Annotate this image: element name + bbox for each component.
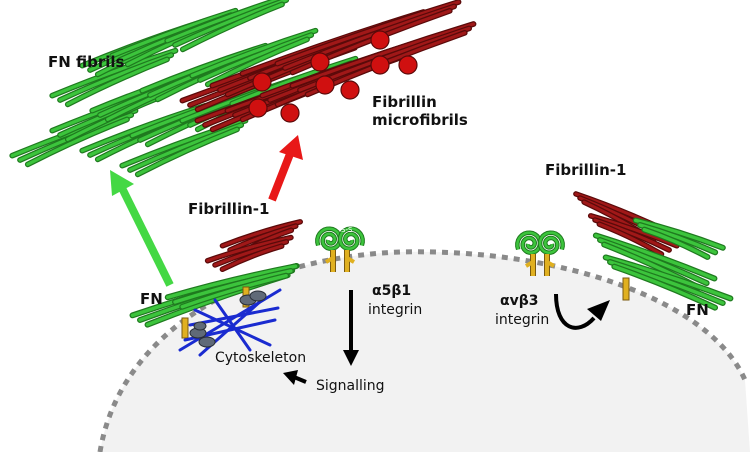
fn-fibril-strand-fill — [206, 37, 309, 86]
fn-strand-fill — [612, 264, 717, 310]
fn-left-label: FN — [140, 290, 163, 308]
fibrillin-1-strand-fill — [228, 224, 298, 252]
fibrillin-1-strand-fill — [206, 236, 293, 263]
fn-fibrils-label: FN fibrils — [48, 53, 125, 71]
right-fn-fibrillin-cluster — [573, 191, 734, 311]
fibrillin-bead — [370, 30, 390, 50]
fibrillin-beads — [248, 30, 418, 123]
fn-fibril-strand-fill — [198, 33, 313, 82]
fn-fibril-strand-fill — [190, 29, 318, 78]
green-arrow — [110, 170, 174, 287]
fn-right-label: FN — [686, 301, 709, 319]
integrin-stalk — [181, 317, 189, 339]
fn-fibril-strand-fill — [58, 53, 173, 102]
integrin-stalk — [622, 277, 630, 301]
fn-strand-fill — [603, 255, 733, 301]
fibrillin-microfibrils-label-line1: Fibrillin — [372, 93, 437, 111]
fibrillin-bead — [252, 72, 272, 92]
fibrillin-1-strand-fill — [213, 240, 288, 267]
spiral-coil-icon — [516, 231, 542, 254]
fn-strand-fill — [594, 233, 717, 281]
spiral-coil-icon — [316, 227, 342, 250]
left-fn-fibrillin-cluster — [129, 219, 303, 339]
avb3-curved-arrow — [554, 293, 610, 330]
fibrillin-1-strand-fill — [597, 222, 663, 256]
signalling-label: Signalling — [316, 378, 385, 394]
spiral-coil-icon — [338, 227, 364, 250]
disulfide-bond-label: S-S — [341, 226, 353, 234]
fibrillin-1-right-label: Fibrillin-1 — [545, 161, 627, 179]
integrins-graphic — [315, 226, 565, 276]
fibrillin-strand-fill — [275, 0, 461, 66]
cell-membrane — [97, 249, 748, 453]
fn-strand-fill — [633, 218, 725, 250]
fibrillin-1-strand-fill — [589, 214, 679, 248]
fibrillin-strand-fill — [283, 4, 456, 70]
fn-strand-fill — [598, 238, 709, 285]
fn-fibril-strand-fill — [173, 0, 288, 47]
fn-fibril-strand-fill — [110, 9, 238, 58]
a5b1-integrin-label-line1: α5β1 — [372, 283, 412, 299]
avb3-integrin-label-line2: integrin — [495, 312, 550, 328]
fn-strand-fill — [638, 223, 717, 255]
fn-fibril-strand-fill — [50, 49, 178, 98]
fn-strand-fill — [642, 227, 710, 259]
fn-fibril-strand-fill — [26, 117, 129, 166]
fn-strand-fill — [173, 269, 293, 304]
fibrillin-bead — [310, 52, 330, 72]
red-arrow — [268, 135, 303, 202]
fn-fibril-strand-fill — [230, 57, 358, 106]
signalling-to-cytoskeleton-arrow — [283, 370, 307, 385]
spiral-coil-icon — [538, 231, 564, 254]
fn-fibrils-graphic — [9, 0, 359, 178]
fn-fibril-strand-fill — [120, 119, 248, 168]
fibrillin-bead — [370, 55, 390, 75]
fibrillin-microfibrils-label-line2: microfibrils — [372, 111, 468, 129]
fibrillin-bead — [398, 55, 418, 75]
fibrillin-bead — [248, 98, 268, 118]
fibrillin-strand-fill — [290, 22, 476, 88]
fn-strand-fill — [608, 260, 725, 305]
fn-strand-fill — [166, 264, 298, 299]
fibrillin-1-strand-fill — [220, 220, 302, 248]
cytoskeleton-label: Cytoskeleton — [215, 350, 307, 366]
fn-fibril-strand-fill — [136, 127, 239, 176]
fibrillin-bead — [280, 103, 300, 123]
a5b1-integrin-label-line2: integrin — [368, 302, 423, 318]
fn-strand-fill — [180, 273, 288, 309]
cytoskeleton-graphic — [178, 288, 282, 357]
avb3-integrin-label-line1: αvβ3 — [500, 293, 539, 309]
fibrillin-1-strand-fill — [220, 244, 284, 271]
signalling-arrow-down — [343, 290, 359, 366]
fn-fibril-strand-fill — [181, 2, 284, 51]
fn-fibril-strand-fill — [66, 57, 169, 106]
integrin-foot — [325, 256, 355, 264]
fn-fibril-strand-fill — [165, 0, 283, 43]
fibrillin-bead — [315, 75, 335, 95]
fibrillin-1-left-label: Fibrillin-1 — [188, 200, 270, 218]
fn-fibril-strand-fill — [128, 123, 243, 172]
fibrillin-bead — [340, 80, 360, 100]
integrin-foot — [525, 260, 555, 268]
